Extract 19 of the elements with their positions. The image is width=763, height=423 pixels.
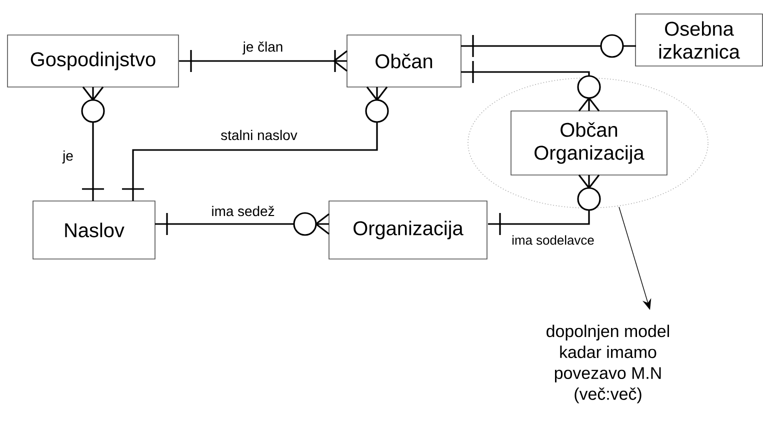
relationship-line <box>178 49 348 73</box>
entity-box: Občan <box>346 34 462 88</box>
edge-label: je član <box>242 40 284 56</box>
entity-box: Občan Organizacija <box>510 110 668 176</box>
edge-label: je <box>62 150 74 164</box>
entity-box: Naslov <box>32 200 156 260</box>
note-text: dopolnjen model kadar imamo povezavo M.N (več:več) <box>546 324 669 404</box>
relationship-line <box>460 60 601 112</box>
edge-label: stalni naslov <box>220 128 298 142</box>
relationship-line <box>121 86 389 202</box>
relationship-line <box>81 86 105 202</box>
relationship-line <box>487 174 601 236</box>
dotted-ellipse <box>468 78 708 208</box>
relationship-line <box>154 212 330 236</box>
edge-label: ima sedež <box>210 204 276 218</box>
edge-label: ima sodelavce <box>510 234 596 246</box>
entity-box: Gospodinjstvo <box>7 34 179 88</box>
entity-box: Organizacija <box>328 200 488 260</box>
entity-box: Osebna izkaznica <box>635 14 763 66</box>
